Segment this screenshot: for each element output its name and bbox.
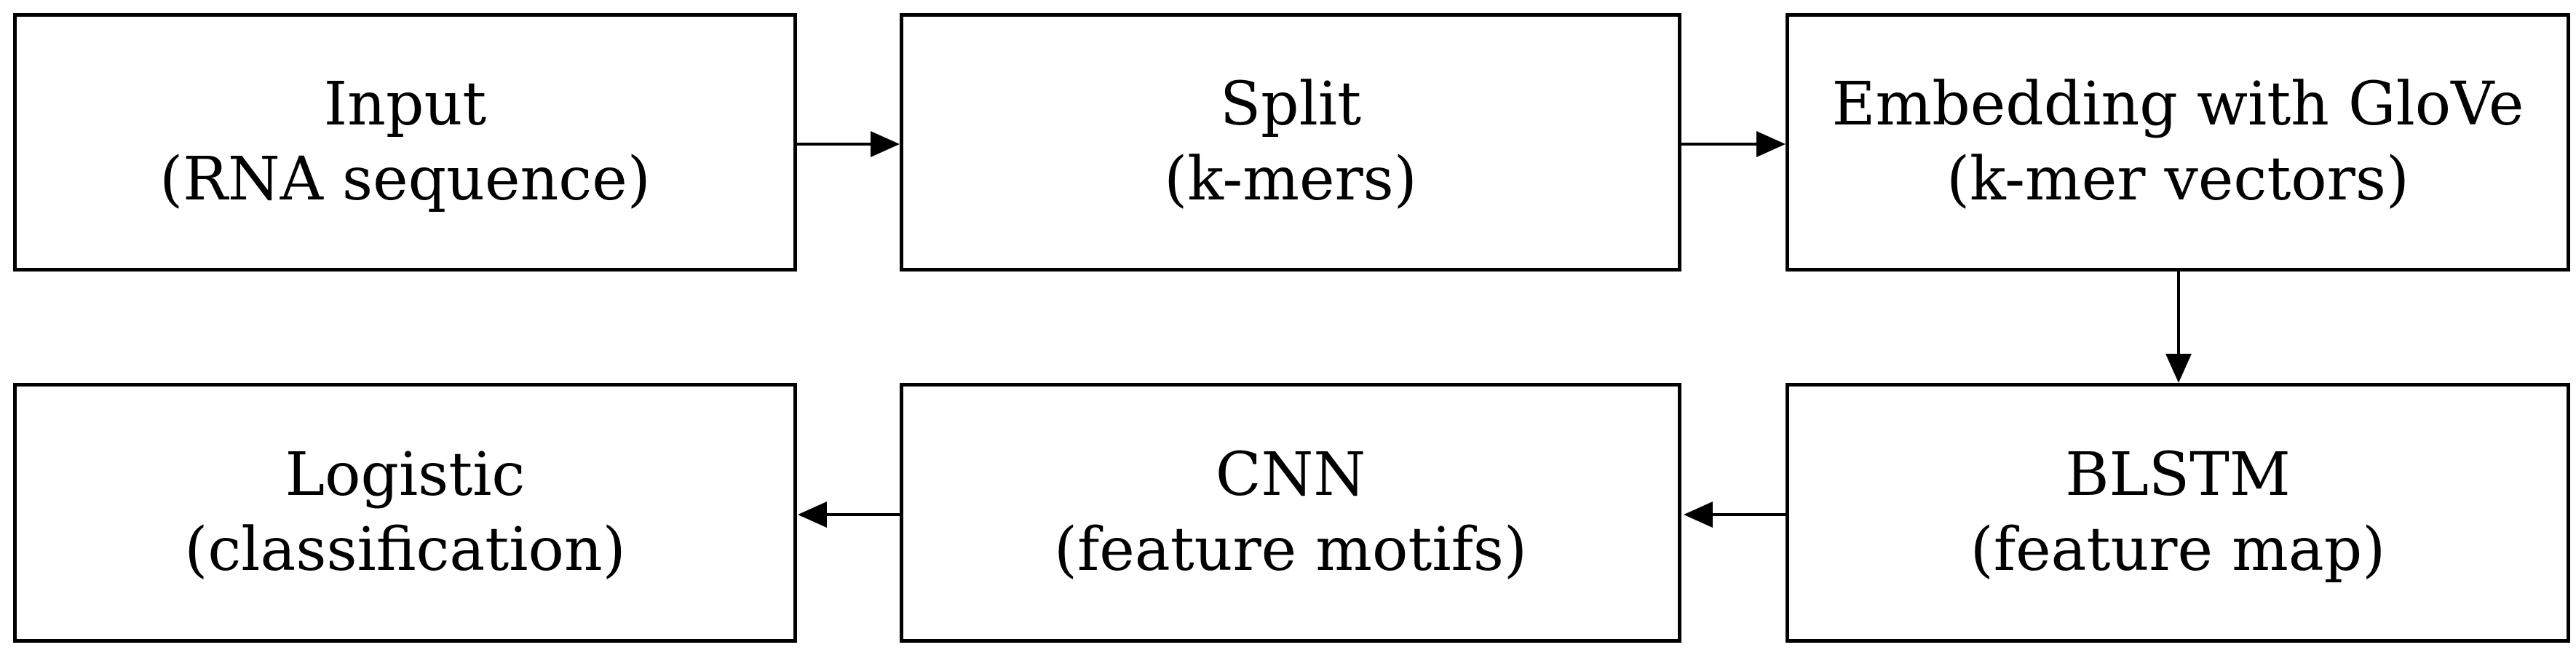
node-logistic-title: Logistic [285,440,526,510]
arrow-blstm-to-cnn [1684,502,1786,528]
node-embedding: Embedding with GloVe (k-mer vectors) [1786,13,2570,271]
node-logistic-subtitle: (classification) [184,515,626,584]
node-blstm-title: BLSTM [2065,440,2291,510]
node-blstm: BLSTM (feature map) [1786,383,2570,643]
node-cnn: CNN (feature motifs) [900,383,1681,643]
node-embedding-title: Embedding with GloVe [1831,70,2524,139]
node-blstm-subtitle: (feature map) [1970,515,2386,584]
node-split: Split (k-mers) [900,13,1681,271]
node-input-title: Input [323,70,487,139]
node-input-subtitle: (RNA sequence) [159,144,651,214]
node-embedding-subtitle: (k-mer vectors) [1946,144,2409,214]
node-split-subtitle: (k-mers) [1164,144,1417,214]
node-cnn-title: CNN [1215,440,1366,510]
node-input: Input (RNA sequence) [13,13,797,271]
arrow-embedding-to-blstm [2165,271,2192,383]
node-cnn-subtitle: (feature motifs) [1053,515,1528,584]
arrow-input-to-split [797,131,900,157]
arrow-split-to-embedding [1681,131,1786,157]
arrow-cnn-to-logistic [798,502,900,528]
node-split-title: Split [1219,70,1362,139]
node-logistic: Logistic (classification) [13,383,797,643]
